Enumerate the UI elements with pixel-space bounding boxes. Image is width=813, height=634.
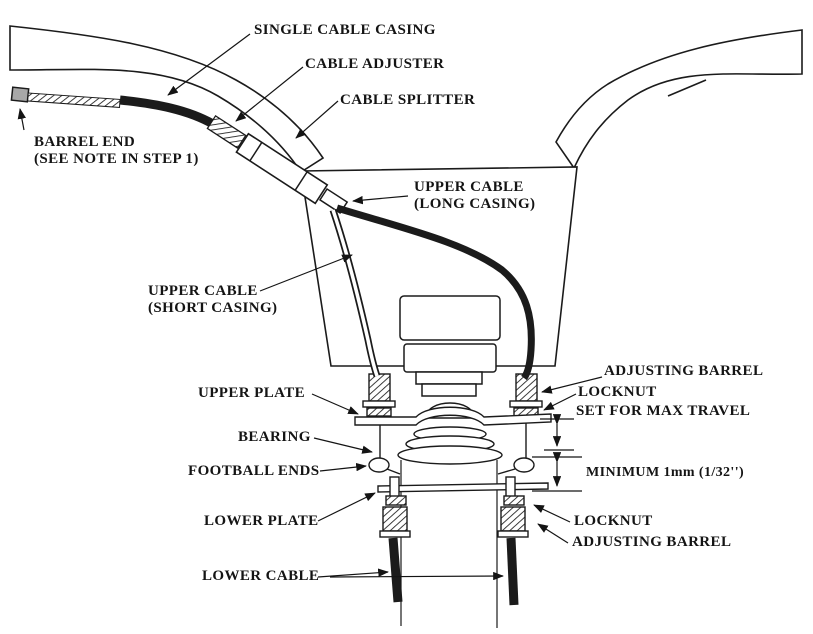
lower-plate — [377, 482, 549, 493]
upper-cable-short-casing-core — [331, 209, 379, 377]
label-single-cable-casing: SINGLE CABLE CASING — [254, 22, 436, 38]
leader-barrel-end — [17, 108, 26, 131]
stem-clamp — [399, 295, 501, 419]
label-lower-plate: LOWER PLATE — [204, 513, 319, 529]
leader-bearing — [313, 437, 373, 454]
leader-locknut-upper — [543, 393, 577, 411]
headset-ring-1 — [415, 371, 483, 385]
adjusting-barrel-lower-left — [382, 506, 408, 532]
barrel-flange-lower-right — [497, 530, 529, 538]
leader-locknut-lower — [533, 504, 571, 523]
gyro-mechanism — [354, 373, 552, 628]
splitter-band-2 — [294, 171, 308, 191]
football-end-left — [368, 457, 390, 473]
single-cable-casing — [119, 95, 216, 128]
stem-clamp-lower — [403, 343, 497, 373]
football-hook-right — [497, 468, 516, 475]
leader-single-cable-casing — [167, 33, 251, 96]
label-barrel-end: BARREL END (SEE NOTE IN STEP 1) — [34, 134, 199, 167]
label-locknut-lower: LOCKNUT — [574, 513, 653, 529]
upper-cable-assembly — [10, 86, 535, 381]
upper-cable-long-casing — [335, 204, 535, 381]
locknut-upper-left — [366, 407, 392, 417]
leader-adjusting-barrel-upper — [541, 376, 603, 394]
label-minimum-travel: MINIMUM 1mm (1/32'') — [586, 465, 745, 480]
bearing-disc-3 — [397, 445, 503, 465]
headset-ring-2 — [421, 383, 477, 397]
label-cable-adjuster: CABLE ADJUSTER — [305, 56, 445, 72]
upper-plate — [354, 406, 552, 426]
label-upper-cable-long: UPPER CABLE (LONG CASING) — [414, 179, 536, 212]
leader-football-ends — [319, 462, 367, 472]
handlebar-right-tube — [555, 29, 803, 170]
leader-lines — [17, 33, 603, 581]
leader-cable-splitter — [295, 100, 339, 139]
label-adjusting-barrel-lower: ADJUSTING BARREL — [572, 534, 732, 550]
cable-adjuster — [206, 114, 247, 149]
dimension-marks — [532, 414, 582, 492]
leader-lower-cable-left — [317, 568, 389, 578]
label-football-ends: FOOTBALL ENDS — [188, 463, 320, 479]
football-hook-left — [386, 468, 401, 475]
bare-inner-cable — [27, 92, 121, 108]
barrel-flange-upper-right — [509, 400, 543, 408]
lower-cable-left — [388, 537, 403, 603]
label-cable-splitter: CABLE SPLITTER — [340, 92, 476, 108]
splitter-band-1 — [249, 142, 263, 162]
label-lower-cable: LOWER CABLE — [202, 568, 320, 584]
barrel-end-fitting — [10, 86, 30, 103]
leader-upper-cable-short — [259, 254, 353, 292]
label-locknut-upper: LOCKNUT — [578, 384, 657, 400]
barrel-flange-upper-left — [362, 400, 396, 408]
handlebar-bend-crease — [667, 79, 707, 97]
lower-cable-right — [506, 537, 519, 606]
barrel-flange-lower-left — [379, 530, 411, 538]
leader-adjusting-barrel-lower — [537, 523, 569, 544]
locknut-lower-right — [503, 495, 525, 506]
leader-upper-plate — [311, 393, 359, 415]
adjusting-barrel-lower-right — [500, 506, 526, 532]
leader-cable-adjuster — [235, 66, 304, 122]
leader-lower-cable-right — [329, 571, 504, 581]
label-adjusting-barrel-upper: ADJUSTING BARREL — [604, 363, 764, 379]
label-bearing: BEARING — [238, 429, 311, 445]
lower-plate-bolt-right — [505, 476, 516, 499]
stem-clamp-upper — [399, 295, 501, 341]
handlebar-left-tube — [9, 25, 325, 174]
leader-upper-cable-long — [352, 195, 409, 205]
locknut-lower-left — [385, 495, 407, 506]
leader-lower-plate — [317, 492, 376, 522]
label-upper-cable-short: UPPER CABLE (SHORT CASING) — [148, 283, 278, 316]
adjusting-barrel-upper-left — [368, 373, 391, 402]
label-set-for-max-travel: SET FOR MAX TRAVEL — [576, 403, 751, 419]
lower-plate-bolt-left — [389, 476, 400, 499]
label-upper-plate: UPPER PLATE — [198, 385, 306, 401]
football-end-right — [513, 457, 535, 473]
cable-splitter — [235, 132, 329, 205]
